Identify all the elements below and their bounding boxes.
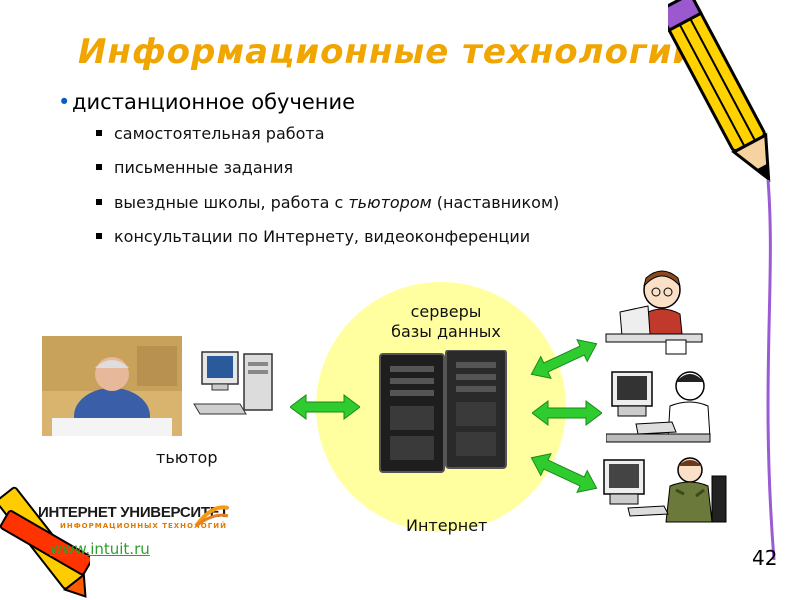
page-title: Информационные технологии (78, 32, 698, 72)
double-arrow-icon (532, 400, 602, 426)
tutor-photo (42, 336, 182, 436)
sub-bullet: выездные школы, работа с тьютором (наста… (96, 193, 559, 212)
computer-icon (193, 351, 273, 415)
tutor-label: тьютор (156, 448, 218, 467)
site-link[interactable]: www.intuit.ru (50, 540, 150, 558)
student-desktop-icon (603, 457, 727, 523)
double-arrow-icon (530, 338, 598, 380)
bullet-square (96, 199, 102, 205)
sub-bullet-text: консультации по Интернету, видеоконферен… (114, 227, 531, 246)
pencil-icon (668, 0, 771, 183)
sub-bullet-text: (наставником) (431, 193, 560, 212)
servers-text: серверы (410, 302, 482, 321)
student-desktop-icon (606, 371, 711, 443)
sub-bullet: самостоятельная работа (96, 124, 325, 143)
sub-bullet-text: письменные задания (114, 158, 294, 177)
server-icon (379, 350, 507, 473)
bullet-square (96, 164, 102, 170)
sub-bullet: консультации по Интернету, видеоконферен… (96, 227, 530, 246)
logo-icon (194, 505, 229, 528)
slide-number: 42 (752, 546, 778, 570)
sub-bullet-text: выездные школы, работа с (114, 193, 349, 212)
logo-subtitle: ИНФОРМАЦИОННЫХ ТЕХНОЛОГИЙ (60, 522, 227, 530)
student-laptop-icon (605, 270, 703, 355)
servers-label: серверы базы данных (376, 302, 516, 342)
double-arrow-icon (290, 394, 360, 420)
crayon-icon (0, 486, 90, 598)
tutor-term: тьютором (348, 193, 432, 212)
double-arrow-icon (530, 452, 598, 494)
decorative-line (766, 180, 776, 560)
logo-text: ИНТЕРНЕТ УНИВЕРСИТЕТ (38, 504, 229, 521)
main-bullet-text: дистанционное обучение (72, 90, 356, 114)
bullet-dot: • (58, 90, 71, 114)
bullet-square (96, 130, 102, 136)
sub-bullet: письменные задания (96, 158, 293, 177)
databases-text: базы данных (391, 322, 501, 341)
sub-bullet-text: самостоятельная работа (114, 124, 325, 143)
main-bullet: •дистанционное обучение (58, 90, 355, 114)
bullet-square (96, 233, 102, 239)
internet-label: Интернет (406, 516, 488, 535)
